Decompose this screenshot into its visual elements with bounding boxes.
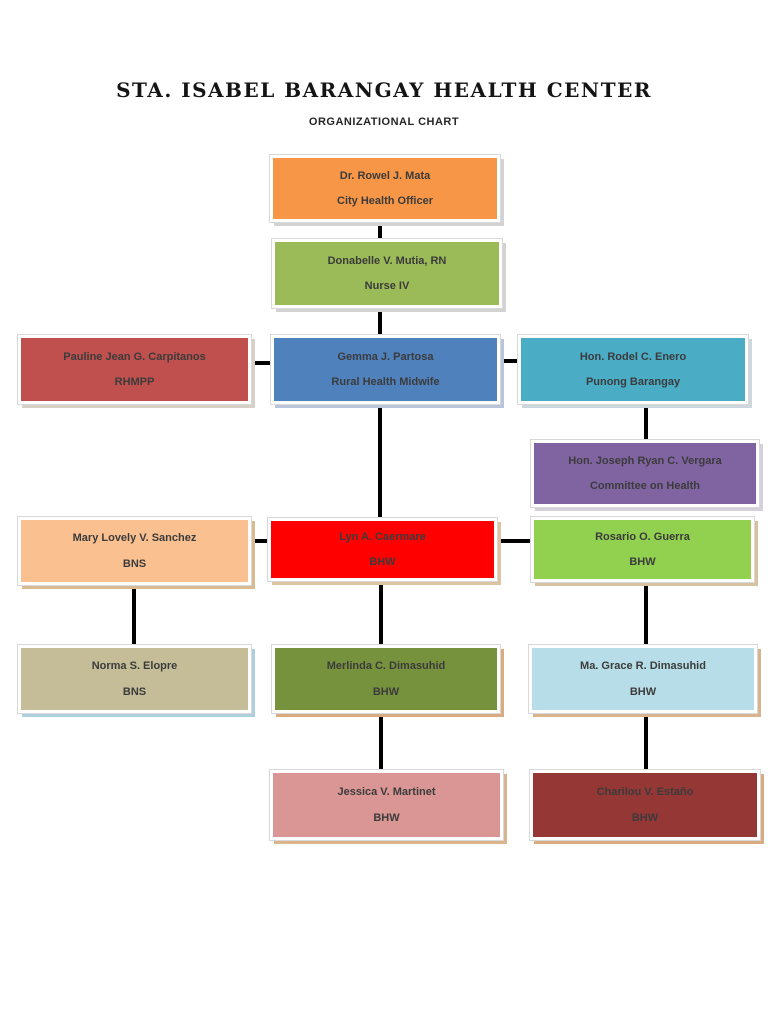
person-role: BHW xyxy=(629,685,657,698)
connector-guerra-magrace xyxy=(644,578,648,648)
connector-partosa-caermare xyxy=(378,400,382,520)
person-role: BHW xyxy=(373,811,400,824)
person-name: Mary Lovely V. Sanchez xyxy=(72,532,197,545)
connector-merlinda-jessica xyxy=(379,710,383,774)
person-role: City Health Officer xyxy=(337,195,433,207)
person-name: Donabelle V. Mutia, RN xyxy=(327,254,447,267)
page-subtitle: ORGANIZATIONAL CHART xyxy=(308,116,460,128)
connector-mata-mutia xyxy=(378,218,382,242)
org-node-committee-on-health: Hon. Joseph Ryan C. Vergara Committee on… xyxy=(530,439,760,508)
person-name: Jessica V. Martinet xyxy=(337,786,436,799)
org-node-bhw-caermare: Lyn A. Caermare BHW xyxy=(267,517,498,582)
org-node-punong-barangay: Hon. Rodel C. Enero Punong Barangay xyxy=(517,334,749,405)
connector-magrace-charilou xyxy=(644,710,648,774)
org-node-bhw-guerra: Rosario O. Guerra BHW xyxy=(530,516,755,583)
org-node-nurse-iv: Donabelle V. Mutia, RN Nurse IV xyxy=(271,238,503,309)
person-role: Nurse IV xyxy=(364,280,410,292)
person-name: Charilou V. Estaño xyxy=(596,786,694,799)
org-node-bhw-magrace: Ma. Grace R. Dimasuhid BHW xyxy=(528,644,758,714)
connector-caermare-merlinda xyxy=(379,578,383,648)
org-node-bhw-charilou: Charilou V. Estaño BHW xyxy=(529,769,761,841)
connector-carpitanos-partosa xyxy=(248,361,274,365)
person-name: Ma. Grace R. Dimasuhid xyxy=(580,660,706,673)
person-role: BHW xyxy=(369,556,396,568)
org-node-bhw-jessica: Jessica V. Martinet BHW xyxy=(269,769,504,841)
person-role: Rural Health Midwife xyxy=(331,376,440,388)
person-name: Norma S. Elopre xyxy=(91,660,178,673)
org-node-rural-health-midwife: Gemma J. Partosa Rural Health Midwife xyxy=(270,334,501,405)
person-role: BHW xyxy=(629,556,656,568)
org-node-bns-elopre: Norma S. Elopre BNS xyxy=(17,644,252,714)
person-name: Gemma J. Partosa xyxy=(337,350,434,363)
person-role: BNS xyxy=(122,557,147,570)
person-name: Pauline Jean G. Carpitanos xyxy=(63,350,206,363)
person-role: BNS xyxy=(122,685,147,698)
org-node-bns-sanchez: Mary Lovely V. Sanchez BNS xyxy=(17,516,252,586)
person-role: RHMPP xyxy=(114,376,155,388)
org-node-bhw-merlinda: Merlinda C. Dimasuhid BHW xyxy=(271,644,501,714)
person-name: Hon. Joseph Ryan C. Vergara xyxy=(568,454,722,467)
person-name: Merlinda C. Dimasuhid xyxy=(326,660,446,673)
person-role: BHW xyxy=(372,685,400,698)
connector-partosa-enero xyxy=(497,359,521,363)
connector-mutia-partosa xyxy=(378,304,382,338)
connector-caermare-guerra xyxy=(494,539,534,543)
person-name: Hon. Rodel C. Enero xyxy=(579,350,687,363)
person-name: Rosario O. Guerra xyxy=(595,530,690,543)
person-role: Committee on Health xyxy=(589,480,700,492)
connector-sanchez-elopre xyxy=(132,582,136,648)
person-role: BHW xyxy=(631,811,659,824)
person-name: Lyn A. Caermare xyxy=(339,530,426,543)
org-node-rhmpp: Pauline Jean G. Carpitanos RHMPP xyxy=(17,334,252,405)
connector-sanchez-caermare xyxy=(248,539,272,543)
person-role: Punong Barangay xyxy=(585,376,681,388)
person-name: Dr. Rowel J. Mata xyxy=(339,169,431,182)
page-title: STA. ISABEL BARANGAY HEALTH CENTER xyxy=(116,78,652,102)
org-node-city-health-officer: Dr. Rowel J. Mata City Health Officer xyxy=(269,154,501,223)
connector-enero-vergara xyxy=(644,400,648,444)
